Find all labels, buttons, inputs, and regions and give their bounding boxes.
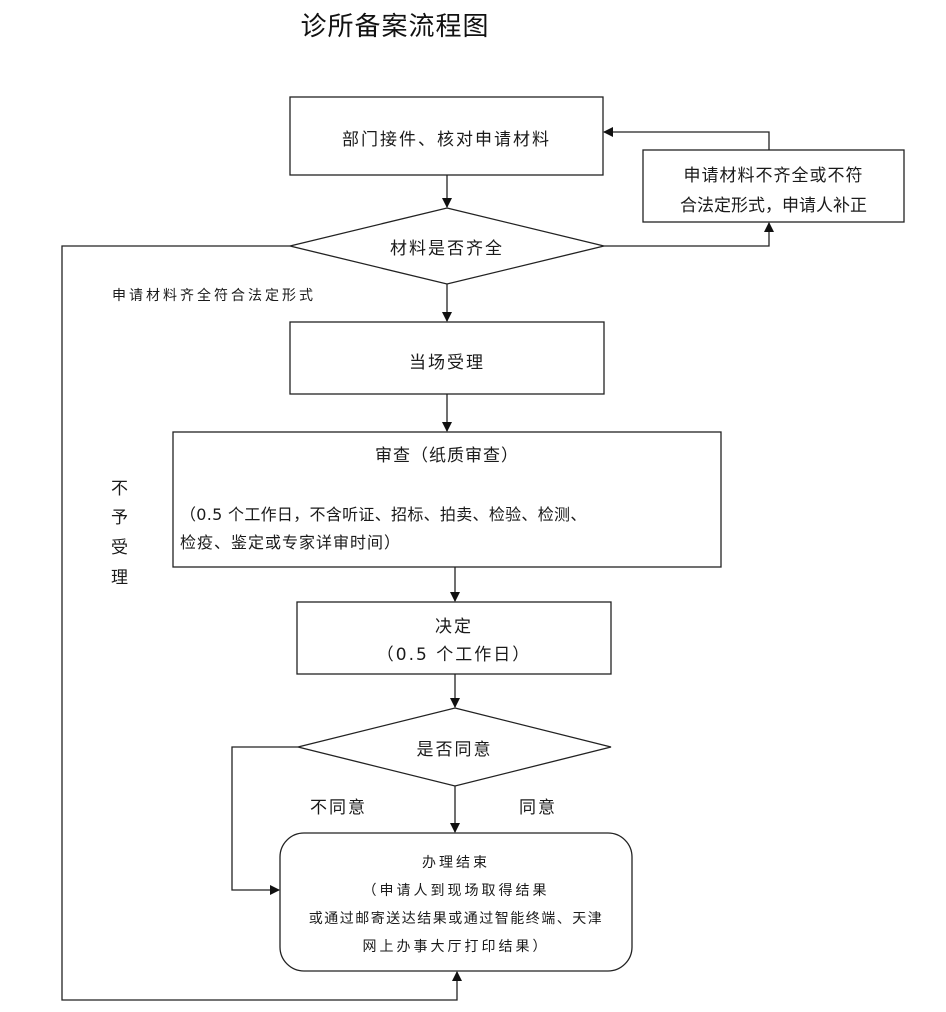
node-finish-line-2: （申请人到现场取得结果 — [362, 883, 550, 899]
node-correction-line-1: 申请材料不齐全或不符 — [683, 166, 864, 186]
edge-label-not-accepted-3: 受 — [111, 538, 130, 558]
edge-disagree — [231, 746, 298, 895]
page-title: 诊所备案流程图 — [300, 12, 490, 42]
edge-label-not-accepted-1: 不 — [111, 479, 130, 499]
node-decision-line-1: 决定 — [435, 617, 473, 637]
edge-label-not-accepted-4: 理 — [111, 568, 130, 588]
edge-not-accepted — [61, 245, 462, 1001]
edge-label-not-accepted-2: 予 — [111, 508, 130, 528]
node-accept-label: 当场受理 — [409, 353, 485, 373]
node-finish-line-1: 办理结束 — [422, 855, 490, 871]
node-agree-check-label: 是否同意 — [416, 740, 493, 760]
node-correction-line-2: 合法定形式，申请人补正 — [680, 196, 867, 216]
node-decision-line-2: （0.5 个工作日） — [376, 645, 532, 665]
edge-label-complete: 申请材料齐全符合法定形式 — [112, 288, 316, 304]
edge-label-agree: 同意 — [519, 798, 557, 818]
node-decision-box — [296, 601, 612, 675]
node-finish-line-3: 或通过邮寄送达结果或通过智能终端、天津 — [308, 911, 604, 927]
node-finish-line-4: 网上办事大厅打印结果） — [362, 939, 550, 955]
node-review-line-3: 检疫、鉴定或专家详审时间） — [180, 533, 402, 552]
node-review-box — [172, 431, 722, 568]
node-receive-label: 部门接件、核对申请材料 — [342, 130, 551, 150]
edge-label-disagree: 不同意 — [310, 798, 367, 818]
node-review-line-1: 审查（纸质审查） — [375, 446, 519, 466]
node-review-line-2: （0.5 个工作日，不含听证、招标、拍卖、检验、检测、 — [180, 505, 587, 524]
node-complete-check-label: 材料是否齐全 — [390, 239, 504, 259]
edge-correction-to-receive — [603, 127, 770, 150]
edge-check-to-correction — [604, 222, 774, 247]
